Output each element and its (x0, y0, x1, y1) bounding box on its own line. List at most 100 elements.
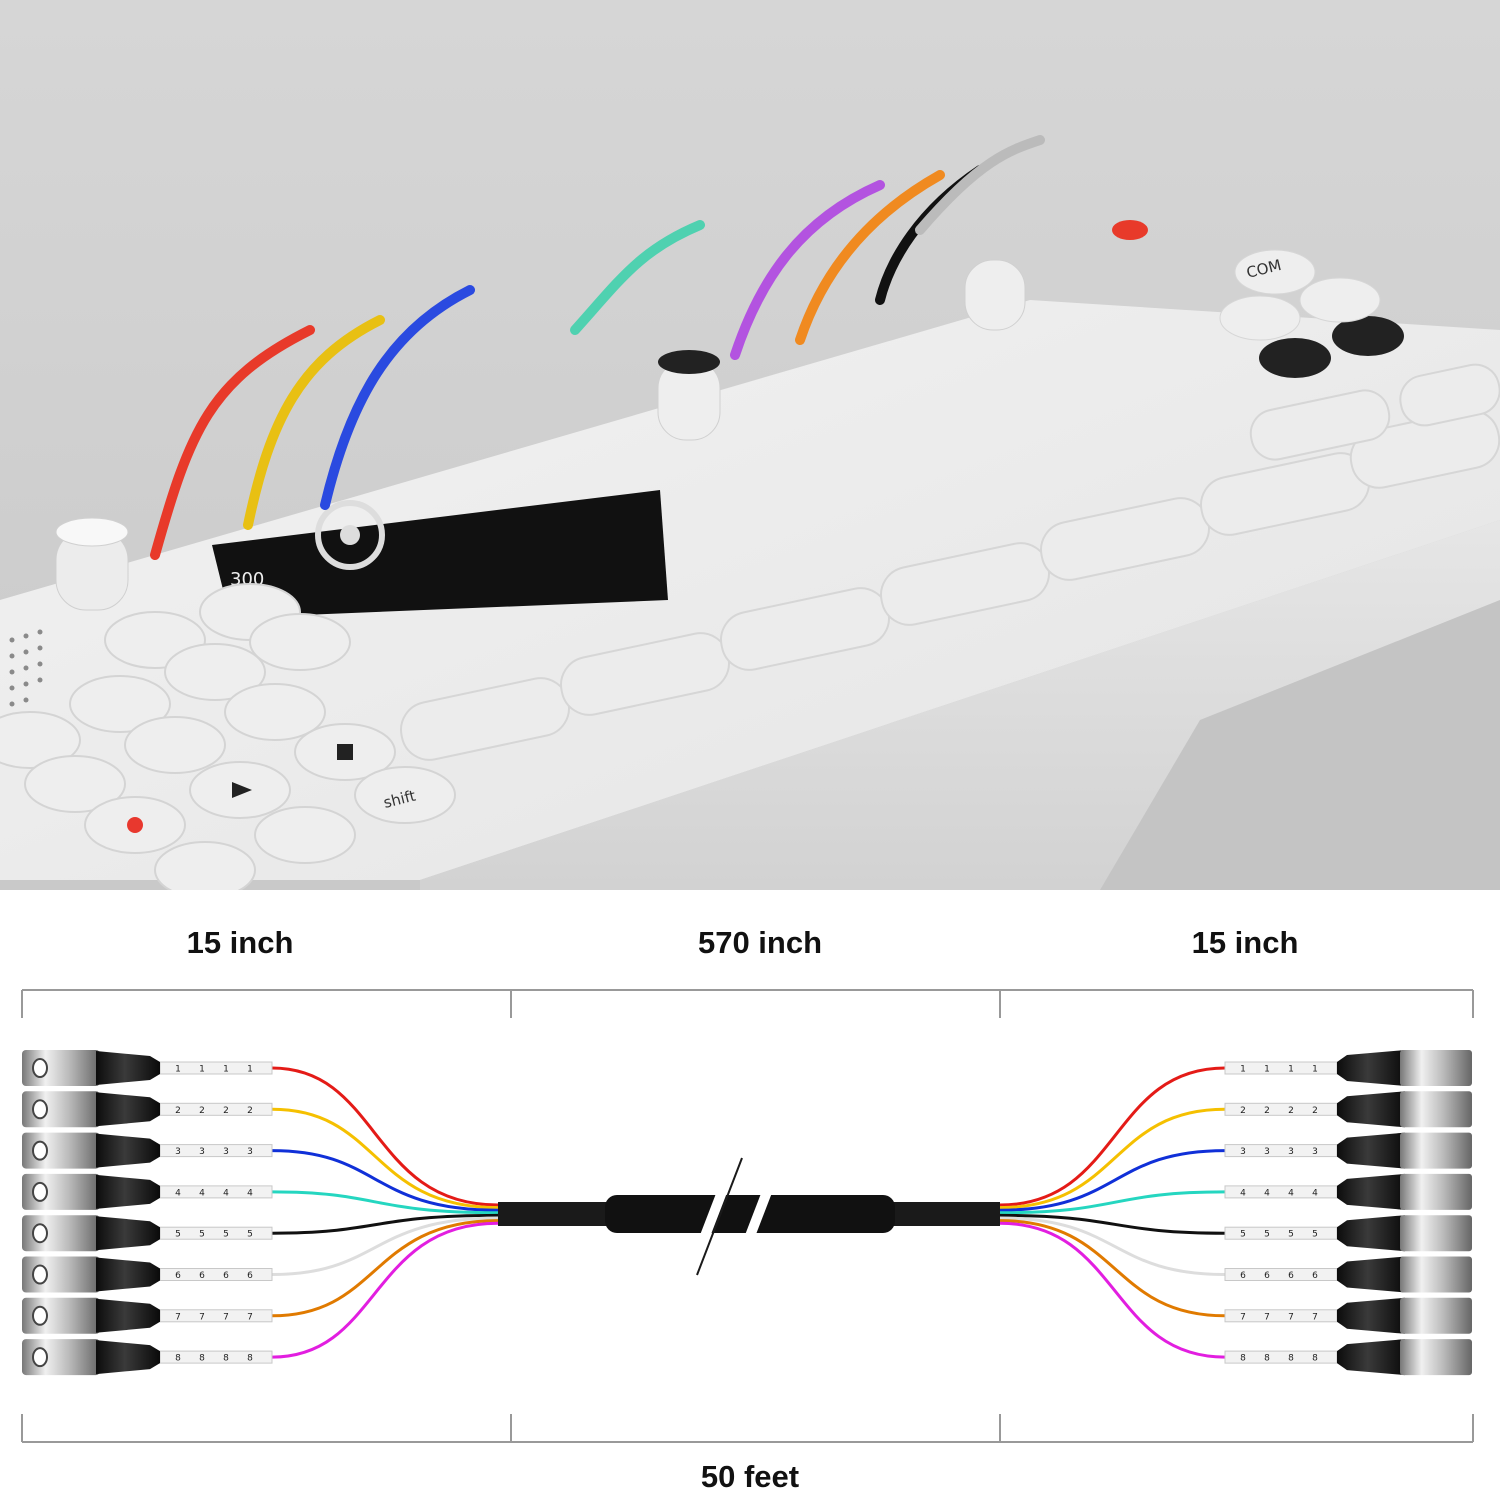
right-number-tag-8: 8 (1312, 1354, 1318, 1364)
right-number-tag-8: 8 (1240, 1354, 1246, 1364)
left-number-tag-5: 5 (247, 1230, 253, 1240)
volume-knob (55, 517, 129, 611)
right-connector-boot-7 (1337, 1297, 1405, 1334)
left-number-tag-8: 8 (199, 1354, 205, 1364)
left-number-tag-7: 7 (223, 1312, 229, 1322)
xlr-female-icon (32, 1223, 48, 1244)
left-channel-7: 7 7 7 7 (22, 1219, 499, 1334)
left-number-tag-7: 7 (199, 1312, 205, 1322)
left-number-tag-2: 2 (223, 1106, 229, 1116)
left-number-tag-5: 5 (175, 1230, 181, 1240)
xlr-male-icon (1400, 1091, 1472, 1128)
right-connector-boot-8 (1337, 1339, 1405, 1376)
right-number-tag-5: 5 (1264, 1230, 1270, 1240)
left-number-tag-6: 6 (199, 1271, 205, 1281)
encoder-knobs (657, 220, 1148, 441)
photo-cables (150, 135, 1045, 560)
right-number-tag-1: 1 (1240, 1065, 1246, 1075)
right-number-tag-2: 2 (1240, 1106, 1246, 1116)
left-number-tag-7: 7 (175, 1312, 181, 1322)
step-pads (400, 363, 1500, 761)
xlr-male-icon (1400, 1132, 1472, 1169)
right-connector-boot-4 (1337, 1173, 1405, 1210)
right-number-tag-7: 7 (1288, 1312, 1294, 1322)
xlr-male-icon (1400, 1050, 1472, 1086)
right-connector-boot-5 (1337, 1215, 1405, 1252)
right-fanout-length: 15 inch (1192, 925, 1299, 960)
left-number-tag-3: 3 (175, 1147, 181, 1157)
left-number-tag-2: 2 (247, 1106, 253, 1116)
right-number-tag-6: 6 (1240, 1271, 1246, 1281)
left-wire-8 (271, 1221, 499, 1359)
right-wire-4 (999, 1190, 1226, 1215)
right-number-tag-1: 1 (1312, 1065, 1318, 1075)
xlr-male-icon (1400, 1256, 1472, 1293)
xlr-male-icon (1400, 1339, 1472, 1376)
left-number-tag-6: 6 (175, 1271, 181, 1281)
left-number-tag-1: 1 (199, 1065, 205, 1075)
left-number-tag-3: 3 (223, 1147, 229, 1157)
left-number-tag-5: 5 (199, 1230, 205, 1240)
right-number-tag-2: 2 (1264, 1106, 1270, 1116)
function-buttons (0, 583, 456, 890)
left-number-tag-3: 3 (199, 1147, 205, 1157)
right-number-tag-4: 4 (1240, 1188, 1246, 1198)
right-number-tag-7: 7 (1240, 1312, 1246, 1322)
left-wire-6 (271, 1216, 499, 1276)
right-number-tag-3: 3 (1288, 1147, 1294, 1157)
xlr-female-icon (32, 1264, 48, 1285)
left-wire-4 (271, 1190, 499, 1215)
left-wire-2 (271, 1107, 499, 1210)
left-wire-1 (271, 1066, 499, 1207)
xlr-male-icon (1400, 1297, 1472, 1334)
speaker-grille (9, 629, 43, 707)
left-connector-boot-6 (96, 1257, 160, 1292)
right-connector-boot-3 (1337, 1132, 1405, 1169)
right-wire-2 (999, 1107, 1226, 1210)
left-number-tag-8: 8 (175, 1354, 181, 1364)
right-number-tag-6: 6 (1264, 1271, 1270, 1281)
left-number-tag-2: 2 (199, 1106, 205, 1116)
mode-buttons: COM (1219, 249, 1404, 378)
left-number-tag-4: 4 (223, 1188, 229, 1198)
xlr-male-icon (1400, 1215, 1472, 1252)
right-number-tag-4: 4 (1288, 1188, 1294, 1198)
right-number-tag-7: 7 (1264, 1312, 1270, 1322)
left-number-tag-4: 4 (199, 1188, 205, 1198)
left-number-tag-8: 8 (223, 1354, 229, 1364)
xlr-female-icon (32, 1181, 48, 1202)
right-connector-boot-6 (1337, 1256, 1405, 1293)
left-fanout-length: 15 inch (187, 925, 294, 960)
left-number-tag-7: 7 (247, 1312, 253, 1322)
right-number-tag-8: 8 (1264, 1354, 1270, 1364)
right-number-tag-5: 5 (1240, 1230, 1246, 1240)
right-number-tag-6: 6 (1312, 1271, 1318, 1281)
right-number-tag-5: 5 (1312, 1230, 1318, 1240)
right-wire-7 (999, 1219, 1226, 1318)
left-number-tag-5: 5 (223, 1230, 229, 1240)
right-wire-8 (999, 1221, 1226, 1359)
left-wire-5 (271, 1213, 499, 1235)
xlr-male-icon (1400, 1173, 1472, 1210)
left-number-tag-2: 2 (175, 1106, 181, 1116)
right-wire-6 (999, 1216, 1226, 1276)
right-number-tag-3: 3 (1264, 1147, 1270, 1157)
left-wire-7 (271, 1219, 499, 1318)
record-icon (127, 817, 143, 833)
right-connector-boot-2 (1337, 1091, 1405, 1128)
left-connector-boot-4 (96, 1174, 160, 1209)
right-wire-3 (999, 1149, 1226, 1212)
right-wire-5 (999, 1213, 1226, 1235)
oled-display: 300 (212, 490, 668, 618)
